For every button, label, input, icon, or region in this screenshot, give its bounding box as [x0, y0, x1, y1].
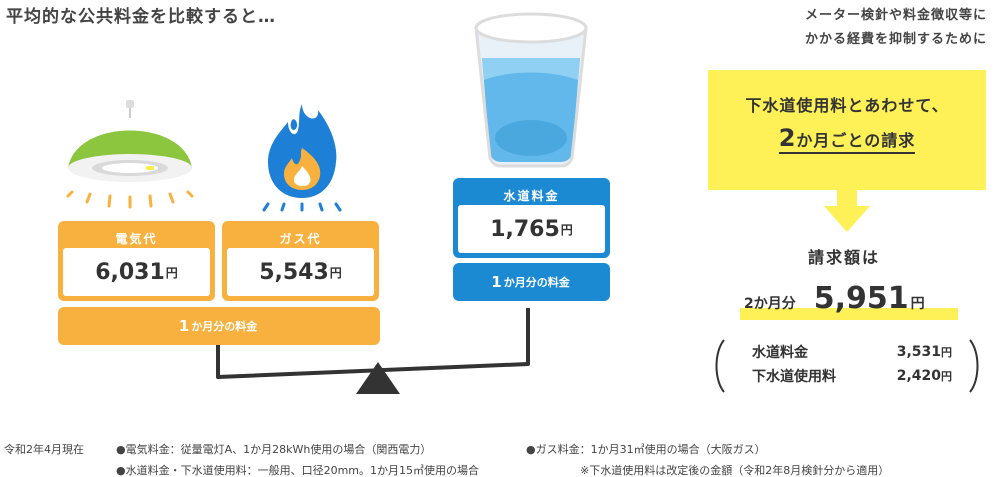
electricity-card: 電気代 6,031 円 — [58, 221, 215, 301]
total-amount: 5,951 — [813, 281, 909, 316]
footnote-gas: ●ガス料金：1か月31㎥使用の場合（大阪ガス） — [526, 443, 766, 456]
breakdown-yen: 円 — [941, 370, 952, 383]
result-label: 請求額は — [808, 248, 881, 267]
gas-amount-box: 5,543 円 — [227, 248, 374, 296]
billing-period-text: か月ごとの請求 — [796, 131, 916, 150]
combined-billing-line2: 2か月ごとの請求 — [708, 124, 986, 154]
total-amount-row: 2か月分 5,951 円 — [744, 281, 925, 316]
scale-fulcrum-icon — [216, 308, 530, 394]
breakdown-yen: 円 — [941, 346, 952, 359]
water-amount: 1,765 — [490, 216, 560, 242]
footnote-date: 令和2年4月現在 — [4, 443, 84, 456]
down-arrow-icon — [824, 188, 870, 232]
gas-flame-icon — [262, 104, 342, 212]
total-period: 2か月分 — [744, 296, 796, 312]
breakdown-list: 水道料金 3,531円 下水道使用料 2,420円 — [752, 340, 952, 388]
electricity-yen: 円 — [165, 265, 178, 280]
utility-period-num: 1 — [178, 317, 190, 335]
footnote-sewer: ※下水道使用料は改定後の金額（令和2年8月検針分から適用） — [580, 464, 890, 477]
note-text: メーター検針や料金徴収等に かかる経費を抑制するために — [700, 4, 987, 52]
water-card: 水道料金 1,765 円 — [453, 178, 610, 258]
water-amount-box: 1,765 円 — [458, 205, 605, 253]
water-period-bar: 1 か月分の料金 — [453, 263, 610, 301]
gas-amount: 5,543 — [259, 259, 329, 285]
breakdown-name: 下水道使用料 — [752, 369, 836, 385]
electricity-amount: 6,031 — [95, 259, 165, 285]
combined-billing-box: 下水道使用料とあわせて、 2か月ごとの請求 — [708, 70, 986, 190]
water-label: 水道料金 — [503, 189, 560, 203]
water-glass-icon — [474, 12, 588, 168]
combined-billing-line1: 下水道使用料とあわせて、 — [745, 96, 949, 115]
utility-period-bar: 1 か月分の料金 — [58, 307, 380, 345]
breakdown-name: 水道料金 — [752, 345, 808, 361]
left-parenthesis-icon — [715, 339, 725, 393]
breakdown-value: 2,420 — [896, 368, 941, 384]
utility-period-text: か月分の料金 — [191, 320, 258, 333]
electricity-amount-box: 6,031 円 — [63, 248, 210, 296]
footnote-water: ●水道料金・下水道使用料：一般用、口径20mm。1か月15㎥使用の場合 — [116, 464, 480, 477]
total-yen: 円 — [910, 296, 925, 312]
right-parenthesis-icon — [969, 339, 979, 393]
gas-card: ガス代 5,543 円 — [222, 221, 379, 301]
note-line2: かかる経費を抑制するために — [804, 32, 987, 47]
breakdown-row: 下水道使用料 2,420円 — [752, 364, 952, 388]
lamp-icon — [66, 100, 194, 209]
gas-yen: 円 — [329, 265, 342, 280]
page-title: 平均的な公共料金を比較すると… — [6, 7, 276, 27]
water-yen: 円 — [560, 222, 573, 237]
gas-label: ガス代 — [279, 232, 322, 246]
billing-period-num: 2 — [778, 124, 797, 152]
breakdown-row: 水道料金 3,531円 — [752, 340, 952, 364]
total-highlight — [740, 308, 958, 320]
breakdown-value: 3,531 — [896, 344, 941, 360]
electricity-label: 電気代 — [115, 232, 158, 246]
water-period-text: か月分の料金 — [503, 276, 570, 289]
note-line1: メーター検針や料金徴収等に — [804, 8, 987, 23]
water-period-num: 1 — [491, 273, 502, 291]
footnote-electricity: ●電気料金：従量電灯A、1か月28kWh使用の場合（関西電力） — [116, 443, 432, 456]
